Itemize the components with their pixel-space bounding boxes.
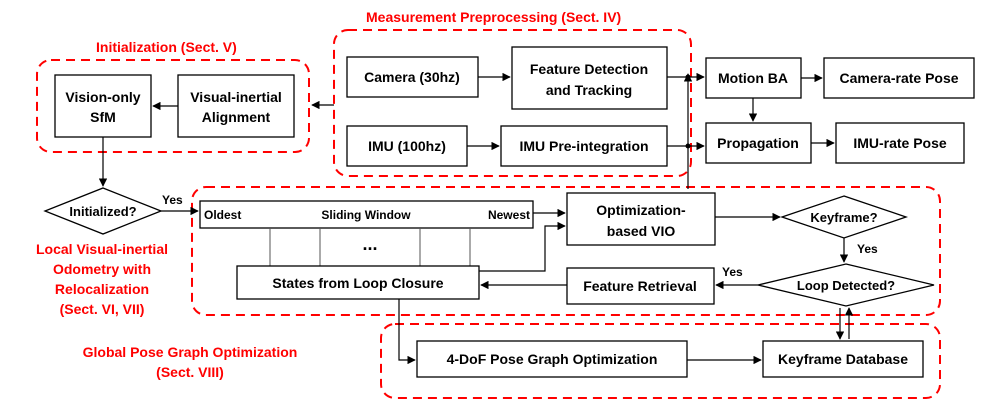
junction-dots — [685, 74, 691, 149]
svg-text:Initialized?: Initialized? — [69, 204, 136, 219]
svg-text:Odometry with: Odometry with — [53, 261, 151, 277]
svg-text:Optimization-: Optimization- — [596, 202, 686, 218]
imu-pose-box: IMU-rate Pose — [835, 122, 965, 164]
loop-closure-states-box: States from Loop Closure — [236, 265, 480, 300]
svg-text:Alignment: Alignment — [202, 109, 271, 125]
svg-text:Propagation: Propagation — [717, 135, 799, 151]
svg-text:Visual-inertial: Visual-inertial — [190, 89, 282, 105]
svg-text:Feature Retrieval: Feature Retrieval — [583, 278, 697, 294]
svg-text:Keyframe?: Keyframe? — [810, 210, 877, 225]
svg-text:Motion BA: Motion BA — [718, 70, 788, 86]
svg-text:(Sect. VI, VII): (Sect. VI, VII) — [60, 301, 145, 317]
motion-ba-box: Motion BA — [705, 57, 802, 99]
initialization-title: Initialization (Sect. V) — [96, 39, 237, 55]
propagation-box: Propagation — [705, 122, 812, 164]
camera-box: Camera (30hz) — [346, 56, 479, 98]
keyframe-database-box: Keyframe Database — [762, 340, 924, 378]
imu-preintegration-box: IMU Pre-integration — [500, 125, 668, 167]
keyframe-decision: Keyframe? — [779, 195, 909, 239]
initialized-decision: Initialized? — [43, 187, 163, 235]
svg-text:IMU Pre-integration: IMU Pre-integration — [519, 138, 648, 154]
sliding-window-ellipsis: ... — [362, 234, 377, 254]
svg-text:based VIO: based VIO — [607, 223, 676, 239]
svg-text:IMU-rate Pose: IMU-rate Pose — [853, 135, 947, 151]
sliding-window-connectors — [269, 228, 471, 266]
feature-retrieval-box: Feature Retrieval — [566, 267, 715, 305]
yes-loop-label: Yes — [722, 265, 743, 279]
svg-text:Global Pose Graph Optimization: Global Pose Graph Optimization — [83, 344, 298, 360]
global-title: Global Pose Graph Optimization (Sect. VI… — [83, 344, 298, 380]
vision-sfm-box: Vision-only SfM — [54, 74, 152, 138]
svg-text:Keyframe Database: Keyframe Database — [778, 351, 908, 367]
svg-text:Loop Detected?: Loop Detected? — [797, 278, 895, 293]
svg-text:SfM: SfM — [90, 109, 116, 125]
svg-text:IMU (100hz): IMU (100hz) — [368, 138, 446, 154]
svg-text:Relocalization: Relocalization — [55, 281, 149, 297]
yes-keyframe-label: Yes — [857, 242, 878, 256]
measurement-title: Measurement Preprocessing (Sect. IV) — [366, 9, 621, 25]
svg-text:Oldest: Oldest — [204, 208, 241, 222]
yes-initialized-label: Yes — [162, 193, 183, 207]
svg-text:4-DoF Pose Graph Optimization: 4-DoF Pose Graph Optimization — [447, 351, 658, 367]
measurement-frame — [333, 29, 692, 177]
diagram-arrows — [98, 72, 854, 365]
optimization-vio-box: Optimization- based VIO — [566, 192, 716, 246]
loop-detected-decision: Loop Detected? — [757, 263, 935, 307]
vi-alignment-box: Visual-inertial Alignment — [177, 74, 295, 138]
camera-pose-box: Camera-rate Pose — [823, 57, 975, 99]
svg-text:Vision-only: Vision-only — [65, 89, 140, 105]
initialization-frame — [36, 59, 310, 153]
svg-text:Newest: Newest — [488, 208, 530, 222]
pose-graph-box: 4-DoF Pose Graph Optimization — [416, 340, 688, 378]
svg-text:and Tracking: and Tracking — [546, 82, 632, 98]
svg-text:Local Visual-inertial: Local Visual-inertial — [36, 241, 168, 257]
imu-box: IMU (100hz) — [346, 125, 468, 167]
svg-text:Feature Detection: Feature Detection — [530, 61, 648, 77]
local-vio-frame — [191, 186, 941, 316]
svg-text:Camera-rate Pose: Camera-rate Pose — [839, 70, 958, 86]
global-frame — [380, 323, 941, 399]
svg-text:Camera (30hz): Camera (30hz) — [364, 69, 460, 85]
sliding-window-box: Oldest Sliding Window Newest — [199, 200, 534, 229]
svg-text:Sliding Window: Sliding Window — [321, 208, 411, 222]
svg-text:States from Loop Closure: States from Loop Closure — [272, 275, 443, 291]
feature-detection-box: Feature Detection and Tracking — [511, 46, 668, 110]
svg-text:(Sect. VIII): (Sect. VIII) — [156, 364, 224, 380]
local-vio-title: Local Visual-inertial Odometry with Relo… — [36, 241, 168, 317]
